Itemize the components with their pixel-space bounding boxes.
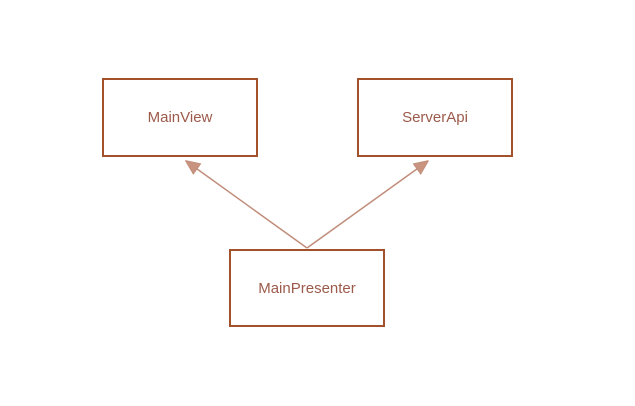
node-main-view: MainView [102,78,258,157]
arrow-mainpresenter-to-mainview [186,161,308,249]
node-server-api-label: ServerApi [402,109,468,126]
node-server-api: ServerApi [357,78,513,157]
arrow-mainpresenter-to-serverapi [306,161,428,249]
node-main-view-label: MainView [147,109,213,126]
node-main-presenter-label: MainPresenter [258,279,356,297]
node-main-presenter: MainPresenter [229,249,385,327]
